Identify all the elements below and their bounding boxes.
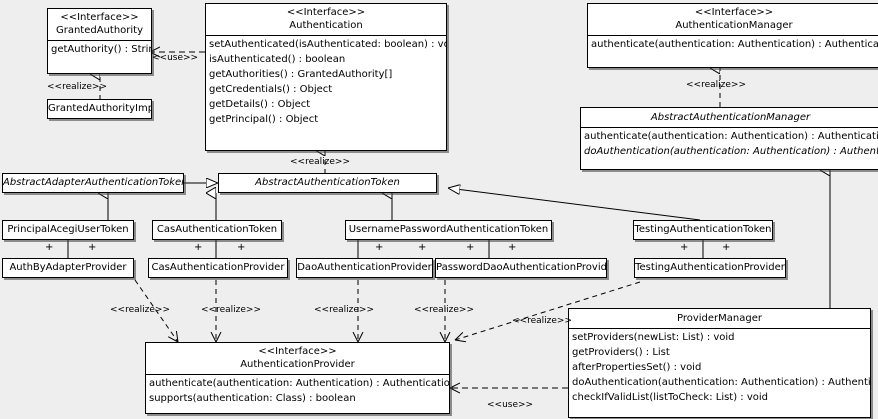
method-compartment: getAuthority() : String: [48, 40, 151, 58]
class-name: PasswordDaoAuthenticationProvider: [436, 262, 607, 273]
class-name: GrantedAuthority: [55, 25, 144, 36]
edge-label-realize-password-dao-provider: <<realize>>: [414, 305, 474, 315]
association-marker-plus: +: [237, 242, 246, 253]
class-name: AbstractAuthenticationToken: [255, 177, 400, 188]
method-authenticate: authenticate(authentication: Authenticat…: [149, 378, 450, 389]
class-password-dao-authentication-provider[interactable]: PasswordDaoAuthenticationProvider: [435, 258, 607, 278]
method-getAuthority: getAuthority() : String: [51, 44, 152, 55]
edge-label-realize-granted-authority-impl: <<realize>>: [47, 82, 107, 92]
association-marker-plus: +: [466, 242, 475, 253]
class-name: TestingAuthenticationProvider: [635, 262, 785, 273]
method-compartment: authenticate(authentication: Authenticat…: [588, 35, 878, 53]
method-getPrincipal: getPrincipal() : Object: [209, 114, 319, 125]
method-compartment: setAuthenticated(isAuthenticated: boolea…: [206, 35, 446, 128]
edge-label-realize-cas-provider: <<realize>>: [201, 305, 261, 315]
association-marker-plus: +: [375, 242, 384, 253]
association-marker-plus: +: [722, 242, 731, 253]
class-name: UsernamePasswordAuthenticationToken: [348, 224, 549, 235]
class-header: <<Interface>> AuthenticationProvider: [146, 343, 449, 374]
class-cas-authentication-provider[interactable]: CasAuthenticationProvider: [148, 258, 288, 278]
method-checkIfValidList: checkIfValidList(listToCheck: List) : vo…: [572, 392, 769, 403]
association-marker-plus: +: [418, 242, 427, 253]
class-name: PrincipalAcegiUserToken: [7, 224, 129, 235]
method-compartment: authenticate(authentication: Authenticat…: [581, 127, 878, 160]
class-header: AbstractAuthenticationManager: [581, 108, 878, 127]
method-isAuthenticated: isAuthenticated() : boolean: [209, 54, 346, 65]
method-doAuthentication: doAuthentication(authentication: Authent…: [584, 146, 878, 157]
class-header: ProviderManager: [569, 309, 870, 328]
class-dao-authentication-provider[interactable]: DaoAuthenticationProvider: [296, 258, 433, 278]
class-name: GrantedAuthorityImpl: [48, 103, 152, 114]
association-marker-plus: +: [508, 242, 517, 253]
class-provider-manager[interactable]: ProviderManager setProviders(newList: Li…: [568, 308, 871, 418]
edge-label-realize-auth-by-adapter: <<realize>>: [110, 305, 170, 315]
class-name: Authentication: [289, 20, 363, 31]
method-getProviders: getProviders() : List: [572, 347, 670, 358]
class-authentication-manager[interactable]: <<Interface>> AuthenticationManager auth…: [587, 3, 878, 68]
method-compartment: authenticate(authentication: Authenticat…: [146, 374, 449, 407]
class-name: AbstractAuthenticationManager: [650, 112, 811, 123]
class-header: <<Interface>> Authentication: [206, 4, 446, 35]
class-authentication[interactable]: <<Interface>> Authentication setAuthenti…: [205, 3, 447, 151]
class-name: ProviderManager: [676, 313, 762, 324]
association-marker-plus: +: [194, 242, 203, 253]
class-abstract-authentication-token[interactable]: AbstractAuthenticationToken: [218, 173, 437, 193]
edge-label-use-granted-authority: <<use>>: [152, 53, 199, 63]
edge-label-use-provider-manager: <<use>>: [487, 400, 534, 410]
class-name: TestingAuthenticationToken: [634, 224, 772, 235]
class-abstract-adapter-authentication-token[interactable]: AbstractAdapterAuthenticationToken: [2, 173, 184, 193]
class-auth-by-adapter-provider[interactable]: AuthByAdapterProvider: [2, 258, 134, 278]
method-getCredentials: getCredentials() : Object: [209, 84, 333, 95]
class-name: CasAuthenticationToken: [156, 224, 278, 235]
edge-label-realize-authentication: <<realize>>: [290, 157, 350, 167]
class-testing-authentication-provider[interactable]: TestingAuthenticationProvider: [634, 258, 786, 278]
class-name: AuthenticationProvider: [240, 359, 355, 370]
method-afterPropertiesSet: afterPropertiesSet() : void: [572, 362, 702, 373]
method-supports: supports(authentication: Class) : boolea…: [149, 393, 356, 404]
class-header: <<Interface>> AuthenticationManager: [588, 4, 878, 35]
edge-label-realize-provider-manager: <<realize>>: [512, 316, 572, 326]
method-authenticate: authenticate(authentication: Authenticat…: [591, 39, 878, 50]
association-marker-plus: +: [88, 242, 97, 253]
class-name: AuthByAdapterProvider: [9, 262, 127, 273]
class-authentication-provider[interactable]: <<Interface>> AuthenticationProvider aut…: [145, 342, 450, 414]
method-getDetails: getDetails() : Object: [209, 99, 311, 110]
stereotype-label: <<Interface>>: [258, 346, 337, 357]
method-doAuthentication: doAuthentication(authentication: Authent…: [572, 377, 871, 388]
class-testing-authentication-token[interactable]: TestingAuthenticationToken: [633, 220, 773, 240]
method-compartment: setProviders(newList: List) : void getPr…: [569, 328, 870, 406]
class-name: AuthenticationManager: [675, 20, 793, 31]
method-getAuthorities: getAuthorities() : GrantedAuthority[]: [209, 69, 393, 80]
class-username-password-authentication-token[interactable]: UsernamePasswordAuthenticationToken: [345, 220, 552, 240]
class-principal-acegi-user-token[interactable]: PrincipalAcegiUserToken: [2, 220, 134, 240]
stereotype-label: <<Interface>>: [286, 7, 366, 18]
method-setAuthenticated: setAuthenticated(isAuthenticated: boolea…: [209, 39, 447, 50]
class-name: AbstractAdapterAuthenticationToken: [3, 177, 184, 188]
class-granted-authority-impl[interactable]: GrantedAuthorityImpl: [47, 99, 152, 119]
association-marker-plus: +: [680, 242, 689, 253]
edge-label-realize-abstract-authentication-manager: <<realize>>: [686, 80, 746, 90]
class-granted-authority[interactable]: <<Interface>> GrantedAuthority getAuthor…: [47, 8, 152, 74]
edge-label-realize-dao-provider: <<realize>>: [314, 305, 374, 315]
class-abstract-authentication-manager[interactable]: AbstractAuthenticationManager authentica…: [580, 107, 878, 170]
class-name: CasAuthenticationProvider: [151, 262, 285, 273]
stereotype-label: <<Interface>>: [694, 7, 774, 18]
class-name: DaoAuthenticationProvider: [297, 262, 432, 273]
method-authenticate: authenticate(authentication: Authenticat…: [584, 131, 878, 142]
association-marker-plus: +: [45, 242, 54, 253]
method-setProviders: setProviders(newList: List) : void: [572, 332, 735, 343]
class-header: <<Interface>> GrantedAuthority: [48, 9, 151, 40]
class-cas-authentication-token[interactable]: CasAuthenticationToken: [152, 220, 282, 240]
stereotype-label: <<Interface>>: [60, 12, 139, 23]
